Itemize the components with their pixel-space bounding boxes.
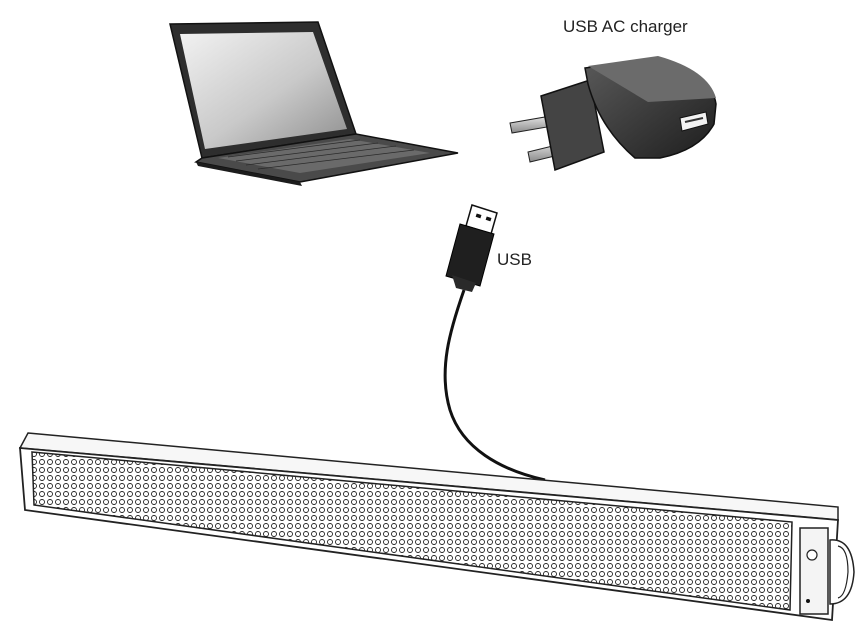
usb-cable	[443, 289, 546, 482]
usb-ac-charger-icon	[509, 56, 717, 172]
laptop-icon	[169, 21, 459, 186]
usb-plug-icon	[445, 204, 498, 292]
usb-label: USB	[497, 250, 532, 269]
soundbar-icon	[18, 432, 855, 622]
charger-label: USB AC charger	[563, 17, 688, 36]
